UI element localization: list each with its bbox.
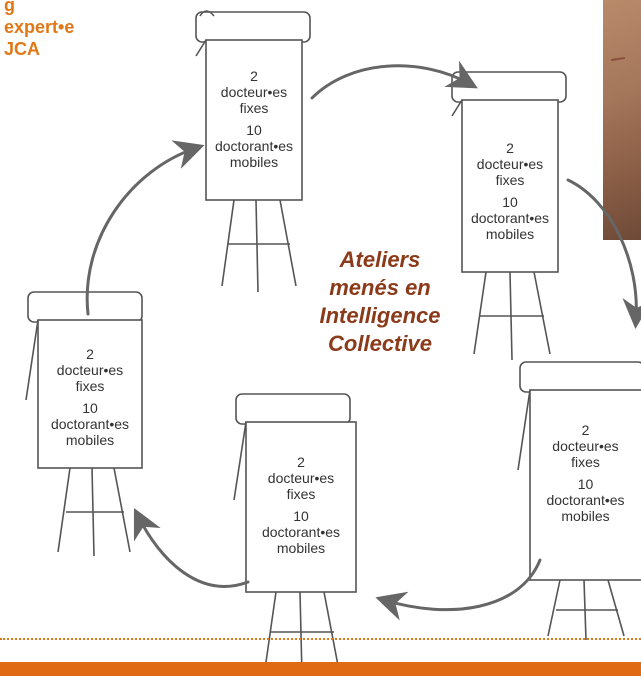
board-5-doctors-count: 2 xyxy=(581,422,590,438)
board-1-doctors-label: docteur•es xyxy=(220,84,288,100)
board-4-doctors-status: fixes xyxy=(286,486,316,502)
board-4-students-status: mobiles xyxy=(276,540,326,556)
board-4-students-label: doctorant•es xyxy=(261,524,341,540)
arrow-board2-to-board5 xyxy=(566,178,641,329)
board-5-text: 2 docteur•es fixes 10 doctorant•es mobil… xyxy=(530,422,641,524)
board-2-students-label: doctorant•es xyxy=(470,210,550,226)
board-5-doctors-status: fixes xyxy=(571,454,600,470)
board-5-students-count: 10 xyxy=(577,476,594,492)
photo-fragment xyxy=(603,0,641,240)
board-2-doctors-count: 2 xyxy=(506,140,514,156)
dotted-divider xyxy=(0,638,641,640)
corner-label-line1: g xyxy=(4,0,15,15)
board-5-students-status: mobiles xyxy=(561,508,610,524)
center-title-line1: Ateliers xyxy=(339,247,421,272)
corner-label-line2: expert•e xyxy=(4,17,75,37)
board-2-students-count: 10 xyxy=(502,194,518,210)
board-5-students-label: doctorant•es xyxy=(546,492,625,508)
flipchart-board-5 xyxy=(517,361,641,641)
flipchart-board-4 xyxy=(233,393,357,676)
board-1-text: 2 docteur•es fixes 10 doctorant•es mobil… xyxy=(206,68,302,170)
center-title-line2: menés en xyxy=(329,275,431,300)
arrow-board5-to-board4 xyxy=(375,558,542,621)
center-title-line4: Collective xyxy=(328,331,432,356)
flipchart-board-1 xyxy=(195,10,311,293)
board-3-doctors-status: fixes xyxy=(75,378,105,394)
board-1-students-count: 10 xyxy=(246,122,262,138)
corner-label: g expert•e JCA xyxy=(4,0,74,60)
board-3-doctors-count: 2 xyxy=(86,346,94,362)
arrow-board4-to-board3 xyxy=(133,507,250,588)
board-4-text: 2 docteur•es fixes 10 doctorant•es mobil… xyxy=(246,454,356,556)
board-1-doctors-count: 2 xyxy=(250,68,258,84)
board-2-text: 2 docteur•es fixes 10 doctorant•es mobil… xyxy=(462,140,558,242)
board-3-text: 2 docteur•es fixes 10 doctorant•es mobil… xyxy=(38,346,142,448)
board-3-students-status: mobiles xyxy=(65,432,115,448)
board-3-students-label: doctorant•es xyxy=(50,416,130,432)
board-4-doctors-count: 2 xyxy=(297,454,305,470)
corner-label-line3: JCA xyxy=(4,39,41,59)
flipchart-board-2 xyxy=(451,71,567,361)
flipchart-board-3 xyxy=(25,291,143,557)
center-title: Ateliers menés en Intelligence Collectiv… xyxy=(292,246,468,358)
board-5-doctors-label: docteur•es xyxy=(552,438,619,454)
arrow-board3-to-board1 xyxy=(85,140,205,316)
bottom-bar xyxy=(0,662,641,676)
board-3-students-count: 10 xyxy=(82,400,98,416)
board-2-students-status: mobiles xyxy=(485,226,535,242)
board-3-doctors-label: docteur•es xyxy=(56,362,124,378)
board-2-doctors-label: docteur•es xyxy=(476,156,544,172)
board-1-students-status: mobiles xyxy=(229,154,279,170)
arrow-board1-to-board2 xyxy=(310,60,478,100)
center-title-line3: Intelligence xyxy=(319,303,441,328)
board-1-students-label: doctorant•es xyxy=(214,138,294,154)
board-4-doctors-label: docteur•es xyxy=(267,470,335,486)
board-2-doctors-status: fixes xyxy=(495,172,525,188)
board-1-doctors-status: fixes xyxy=(239,100,269,116)
board-4-students-count: 10 xyxy=(293,508,309,524)
